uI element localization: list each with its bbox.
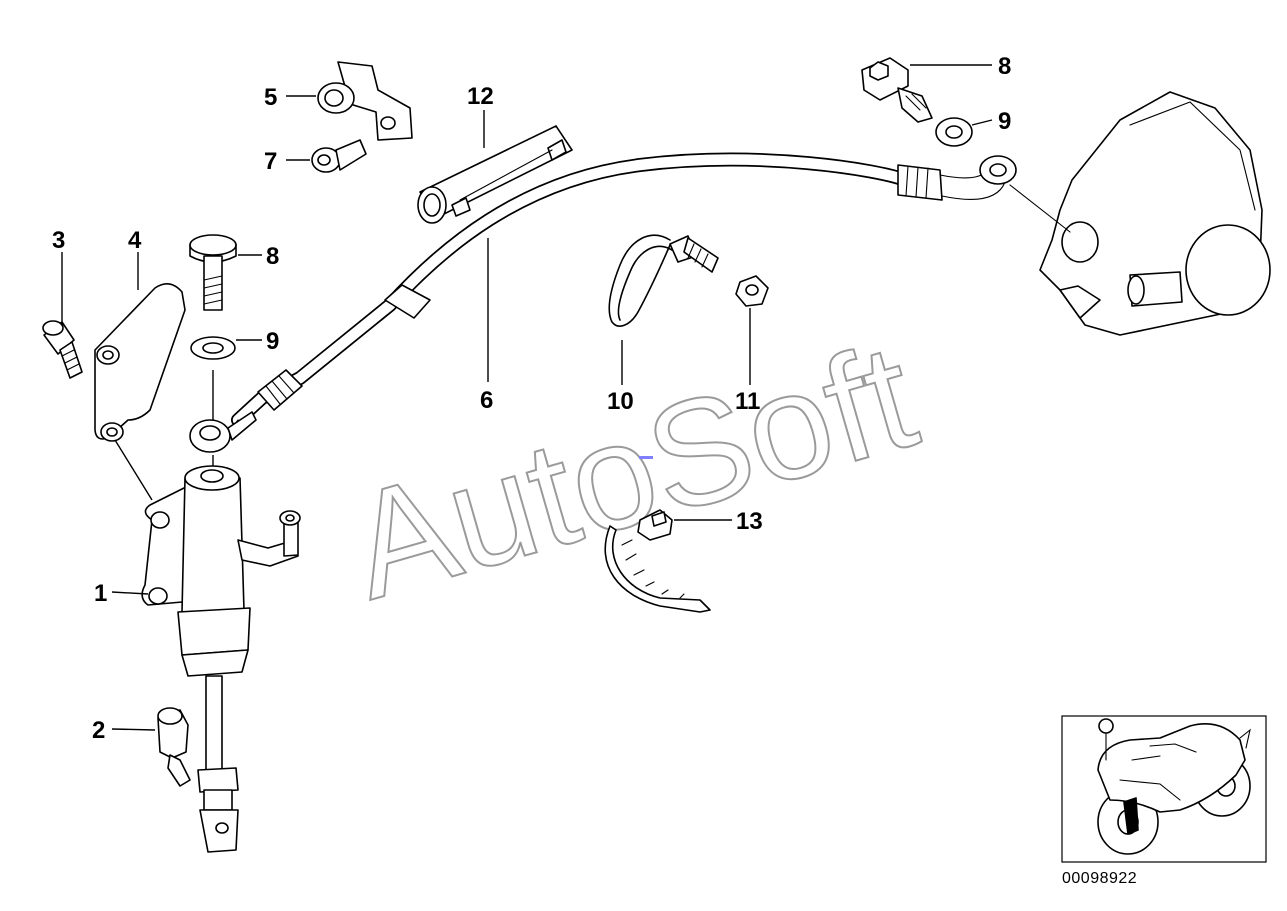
callout-10: 10 [607, 388, 634, 415]
callout-8-left: 8 [266, 243, 279, 270]
watermark: AutoSoft [332, 310, 933, 632]
motorcycle-icon [1097, 718, 1251, 855]
callout-3: 3 [52, 227, 65, 254]
callout-9-left: 9 [266, 328, 279, 355]
callout-1: 1 [94, 580, 107, 607]
callout-4: 4 [128, 227, 142, 254]
callout-11: 11 [735, 388, 760, 415]
hose-connector[interactable] [157, 707, 191, 787]
callout-5: 5 [264, 84, 277, 111]
bracket-nut[interactable] [317, 61, 413, 141]
callout-12: 12 [467, 83, 494, 110]
master-cylinder[interactable] [141, 465, 301, 853]
bolt-with-nut[interactable] [669, 235, 769, 307]
leader-lines [61, 64, 993, 731]
locator-inset [1061, 715, 1267, 863]
brake-hose[interactable] [231, 152, 1017, 429]
screw-7[interactable] [311, 139, 367, 173]
washer-right[interactable] [935, 117, 973, 147]
callout-8-right: 8 [998, 53, 1011, 80]
watermark-text: AutoSoft [333, 311, 932, 631]
washer-left[interactable] [190, 336, 236, 360]
screw-3[interactable] [42, 320, 83, 379]
banjo-bolt-right[interactable] [861, 57, 933, 123]
cable-tie[interactable] [604, 509, 711, 613]
blue-mark [639, 456, 653, 459]
bracket-plate[interactable] [94, 283, 186, 442]
callout-labels: 1 2 3 4 5 6 7 8 8 9 9 10 11 12 13 [52, 53, 1011, 744]
callout-2: 2 [92, 717, 105, 744]
banjo-bolt-left[interactable] [189, 234, 237, 311]
document-number: 00098922 [1062, 870, 1137, 887]
callout-6: 6 [480, 387, 493, 414]
protective-sleeve[interactable] [417, 125, 573, 224]
callout-9-right: 9 [998, 108, 1011, 135]
callout-13: 13 [736, 508, 763, 535]
callout-7: 7 [264, 148, 277, 175]
wire-clip[interactable] [608, 234, 673, 327]
banjo-fitting-lower [189, 411, 257, 453]
engine-housing [1009, 91, 1271, 336]
